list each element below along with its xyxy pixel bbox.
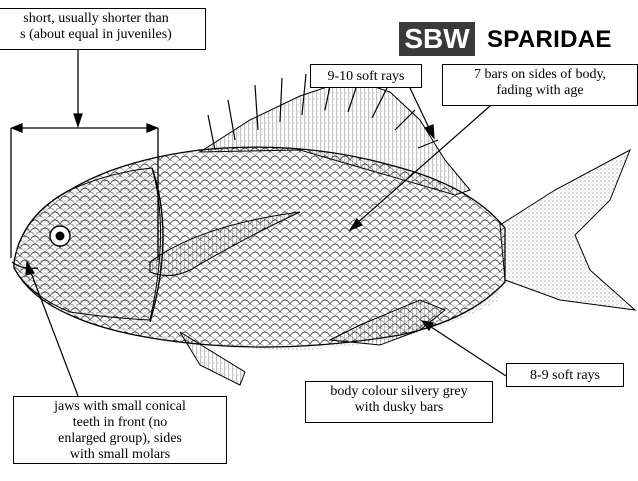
anal-rays-label: 8-9 soft rays [506,363,624,387]
head-length-note-line-2: s (about equal in juveniles) [0,27,201,43]
jaws-line-2: teeth in front (no [18,415,222,431]
caudal-fin [500,150,635,310]
pupil [56,232,65,241]
body-colour-line-2: with dusky bars [310,400,488,416]
body-bars-line-2: fading with age [447,83,633,99]
head-length-note: short, usually shorter than s (about equ… [0,8,206,50]
body-bars-line-1: 7 bars on sides of body, [447,67,633,83]
jaws-line-4: with small molars [18,447,222,463]
jaws-line-1: jaws with small conical [18,399,222,415]
body-colour-line-1: body colour silvery grey [310,384,488,400]
body-bars-label: 7 bars on sides of body, fading with age [442,64,638,106]
head-length-note-line-1: short, usually shorter than [0,11,201,27]
dorsal-rays-label: 9-10 soft rays [310,64,422,88]
jaws-line-3: enlarged group), sides [18,431,222,447]
family-name: SPARIDAE [487,23,612,57]
species-code-badge: SBW [399,22,475,56]
fish-head [14,168,161,320]
body-colour-label: body colour silvery grey with dusky bars [305,381,493,423]
jaws-teeth-label: jaws with small conical teeth in front (… [13,396,227,464]
